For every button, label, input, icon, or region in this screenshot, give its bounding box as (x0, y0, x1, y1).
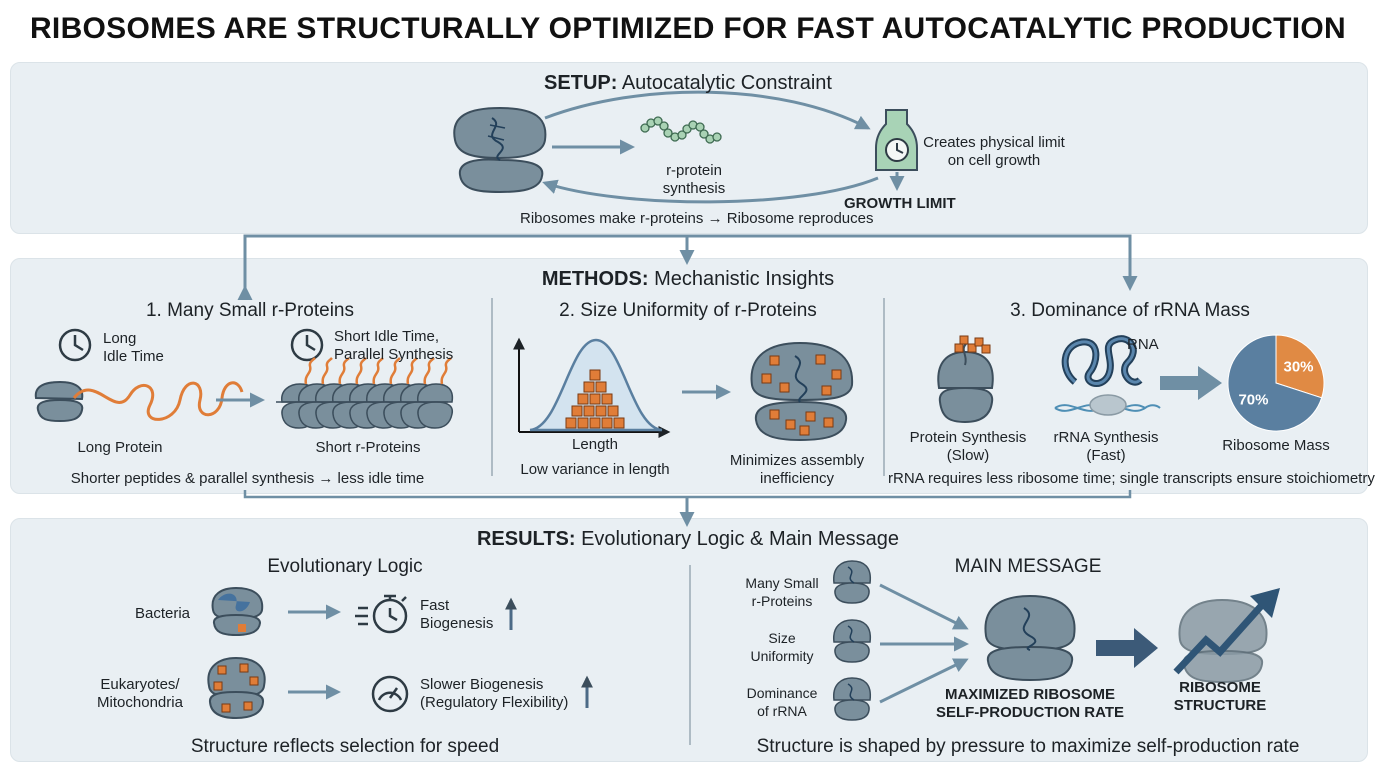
bottleneck-clock-icon (875, 109, 918, 191)
rprotein-synthesis-label: r-protein synthesis (662, 162, 726, 197)
pie-label: Ribosome Mass (1222, 437, 1330, 454)
length-distribution-chart (513, 337, 671, 438)
length-block (601, 393, 613, 405)
input2-label: Size Uniformity (750, 630, 814, 664)
limit-label: Creates physical limit on cell growth (923, 134, 1065, 169)
growth-limit-label: GROWTH LIMIT (844, 195, 956, 212)
results-heading: RESULTS: Evolutionary Logic & Main Messa… (476, 528, 900, 550)
assembled-ribosome-icon (750, 341, 854, 442)
long-protein-label: Long Protein (77, 439, 163, 456)
setup-return-arrow (542, 176, 879, 204)
col2-caption: Low variance in length (520, 461, 670, 478)
length-block (577, 417, 589, 429)
pie-value-label: 30% (1284, 359, 1314, 376)
short-idle-label: Short Idle Time, Parallel Synthesis (334, 328, 454, 363)
setup-caption: Ribosomes make r-proteins → Ribosome rep… (520, 210, 874, 227)
rrna-synthesis-icon (1054, 335, 1161, 416)
polysome-short-proteins-icon (276, 357, 454, 429)
length-block (601, 417, 613, 429)
short-rproteins-label: Short r-Proteins (315, 439, 421, 456)
single-ribosome-long-protein-icon (34, 380, 244, 423)
central-ribosome-icon (984, 594, 1076, 682)
big-arrow-to-pie (1160, 366, 1222, 400)
length-block (589, 393, 601, 405)
clock-icon-long (58, 328, 92, 362)
col2-title: 2. Size Uniformity of r-Proteins (559, 300, 817, 321)
length-block (583, 405, 595, 417)
length-block (595, 381, 607, 393)
main-message-title: MAIN MESSAGE (954, 556, 1102, 577)
rrna-synthesis-label: rRNA Synthesis (Fast) (1053, 429, 1159, 464)
eukaryotes-label: Eukaryotes/ Mitochondria (97, 676, 183, 711)
col3-caption: rRNA requires less ribosome time; single… (888, 470, 1375, 487)
stopwatch-icon (355, 594, 408, 634)
maximized-rate-label: MAXIMIZED RIBOSOME SELF-PRODUCTION RATE (935, 686, 1125, 721)
protein-chain-icon (640, 116, 722, 144)
speed-gauge-icon (371, 675, 409, 713)
length-block (589, 417, 601, 429)
length-block (589, 369, 601, 381)
setup-arrow-to-limit (544, 90, 871, 130)
page-title: RIBOSOMES ARE STRUCTURALLY OPTIMIZED FOR… (29, 12, 1347, 45)
setup-heading: SETUP: Autocatalytic Constraint (544, 72, 832, 94)
big-arrow-to-structure (1096, 628, 1158, 668)
length-block (577, 393, 589, 405)
ribosome-mass-pie-chart: 30% 70% (1227, 334, 1325, 432)
protein-synthesis-label: Protein Synthesis (Slow) (909, 429, 1027, 464)
main-caption: Structure is shaped by pressure to maxim… (756, 736, 1300, 757)
setup-panel (10, 62, 1368, 234)
input-ribosome-icons (833, 560, 872, 721)
setup-ribosome-icon (453, 106, 547, 194)
protein-length-blocks (565, 369, 625, 429)
length-block (565, 417, 577, 429)
length-block (583, 381, 595, 393)
slow-protein-synthesis-icon (937, 335, 994, 424)
length-block (571, 405, 583, 417)
methods-heading: METHODS: Mechanistic Insights (541, 268, 835, 290)
input1-label: Many Small r-Proteins (745, 575, 819, 609)
connector-methods-results (243, 490, 1132, 499)
long-idle-label: Long Idle Time (103, 330, 164, 365)
pie-slice-protein (1275, 334, 1325, 399)
eukaryote-ribosome-icon (207, 656, 266, 720)
bacteria-ribosome-icon (211, 586, 264, 637)
pie-value-label: 70% (1238, 391, 1268, 408)
ribosome-structure-label: RIBOSOME STRUCTURE (1173, 679, 1267, 714)
length-block (613, 417, 625, 429)
col2-result-label: Minimizes assembly inefficiency (729, 452, 865, 487)
col3-title: 3. Dominance of rRNA Mass (1010, 300, 1250, 321)
col1-title: 1. Many Small r-Proteins (145, 300, 354, 321)
evo-caption: Structure reflects selection for speed (190, 736, 500, 757)
evo-title: Evolutionary Logic (267, 556, 423, 577)
bacteria-label: Bacteria (135, 605, 191, 622)
ribosome-structure-icon (1173, 588, 1280, 684)
clock-icon-short (290, 328, 324, 362)
rna-label: RNA (1127, 336, 1159, 353)
length-block (607, 405, 619, 417)
fast-biogenesis-label: Fast Biogenesis (420, 597, 494, 632)
length-block (595, 405, 607, 417)
col1-caption: Shorter peptides & parallel synthesis → … (70, 470, 425, 487)
length-axis-label: Length (572, 436, 618, 453)
input3-label: Dominance of rRNA (746, 685, 818, 719)
pie-slice-rRNA (1227, 334, 1323, 432)
slow-biogenesis-label: Slower Biogenesis (Regulatory Flexibilit… (420, 676, 569, 711)
